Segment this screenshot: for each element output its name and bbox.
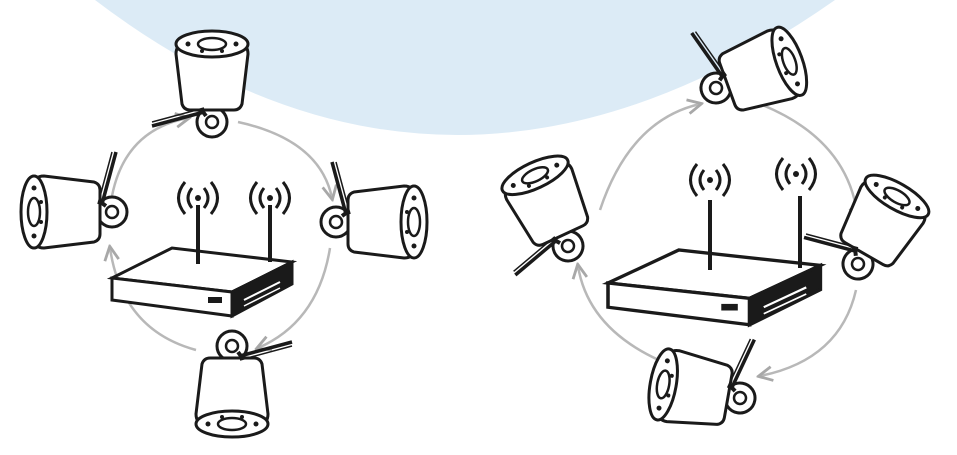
ring-topology-right [473, 0, 937, 439]
arrow-icon [598, 104, 700, 211]
arrow-icon [110, 118, 188, 197]
camera-icon [194, 329, 294, 439]
nvr-icon [606, 196, 823, 327]
camera-icon [319, 160, 429, 260]
ring-topology-left [19, 29, 429, 439]
camera-icon [473, 146, 609, 287]
nvr-icon [110, 205, 294, 318]
wifi-signal-icon [689, 162, 731, 198]
arrow-icon [759, 102, 858, 220]
arrow-icon [237, 120, 332, 198]
arrow-icon [760, 289, 858, 376]
background-arc [95, 0, 835, 135]
arrow-icon [110, 248, 197, 352]
camera-icon [19, 150, 129, 250]
arrow-icon [258, 247, 332, 348]
wifi-signal-icon [775, 156, 817, 192]
camera-icon [642, 321, 768, 439]
